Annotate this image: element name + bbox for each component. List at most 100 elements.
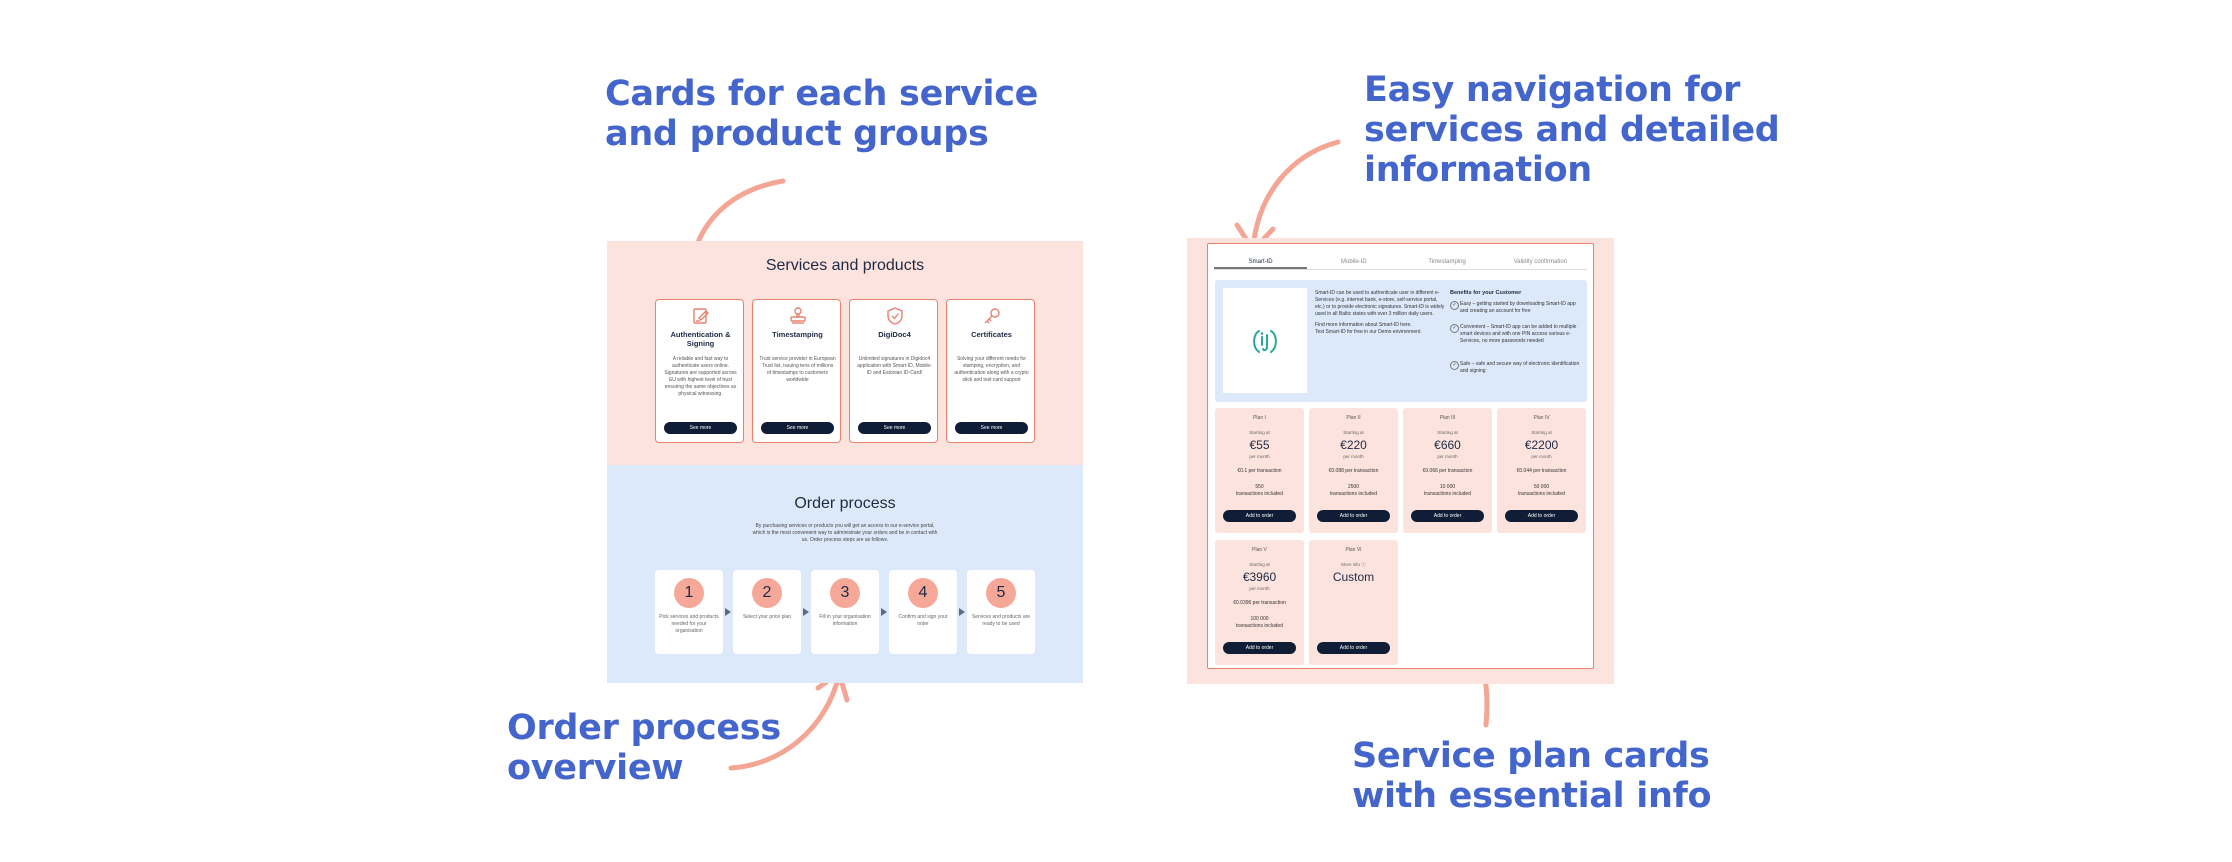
shield-check-icon xyxy=(887,307,903,325)
step-number: 1 xyxy=(674,578,704,608)
add-to-order-button[interactable]: Add to order xyxy=(1317,510,1390,522)
signature-pen-icon xyxy=(693,308,709,324)
plan-start: Starting at xyxy=(1531,430,1552,435)
add-to-order-button[interactable]: Add to order xyxy=(1317,642,1390,654)
add-to-order-button[interactable]: Add to order xyxy=(1223,510,1296,522)
order-step: 3 Fill in your organisation information xyxy=(811,570,879,654)
order-step: 1 Pick services and products needed for … xyxy=(655,570,723,654)
services-section: Services and products Authentication & S… xyxy=(607,241,1083,465)
order-step: 4 Confirm and sign your order xyxy=(889,570,957,654)
step-text: Confirm and sign your order xyxy=(898,614,948,627)
service-desc: Solving your different needs for stampin… xyxy=(954,356,1029,383)
plan-price: €220 xyxy=(1340,438,1367,452)
plan-rate: €0.066 per transaction xyxy=(1422,468,1473,474)
annotation-line: Order process xyxy=(507,708,781,748)
annotation-line: with essential info xyxy=(1352,776,1712,816)
service-card[interactable]: DigiDoc4 Unlimited signatures in Digidoc… xyxy=(849,299,938,443)
annotation-line: and product groups xyxy=(605,114,989,154)
tab-validity-confirmation[interactable]: Validity confirmation xyxy=(1513,259,1567,265)
tab-timestamping[interactable]: Timestamping xyxy=(1428,259,1466,265)
add-to-order-button[interactable]: Add to order xyxy=(1411,510,1484,522)
plan-name: Plan I xyxy=(1253,415,1266,421)
benefits-title: Benefits for your Customer xyxy=(1450,290,1522,296)
step-arrow-icon xyxy=(957,570,967,654)
plan-card-custom: Plan VI More info ⓘ Custom Add to order xyxy=(1309,540,1398,665)
plan-name: Plan III xyxy=(1439,415,1456,421)
tx-label: transactions included xyxy=(1424,491,1471,497)
plan-name: Plan II xyxy=(1346,415,1361,421)
plan-price: €55 xyxy=(1249,438,1270,452)
step-number: 2 xyxy=(752,578,782,608)
service-card[interactable]: Timestamping Trust service provider in E… xyxy=(752,299,841,443)
add-to-order-button[interactable]: Add to order xyxy=(1223,642,1296,654)
plan-card: Plan I Starting at €55 per month €0.1 pe… xyxy=(1215,408,1304,533)
plan-price: €3960 xyxy=(1242,570,1277,584)
annotation-line: Service plan cards xyxy=(1352,736,1710,776)
navigation-arrow xyxy=(1250,139,1341,251)
plan-start: Starting at xyxy=(1249,562,1270,567)
see-more-button[interactable]: See more xyxy=(858,422,931,434)
annotation-line: services and detailed xyxy=(1364,110,1780,150)
plan-period: per month xyxy=(1531,454,1552,459)
order-annotation: Order process overview xyxy=(507,708,781,788)
smart-id-logo-icon xyxy=(1253,330,1277,353)
key-icon xyxy=(984,308,1000,324)
service-cards: Authentication & Signing A reliable and … xyxy=(655,299,1035,443)
order-steps: 1 Pick services and products needed for … xyxy=(655,570,1035,654)
service-desc: Trust service provider in European Trust… xyxy=(759,356,836,383)
benefit-item: Safe – safe and secure way of electronic… xyxy=(1450,361,1580,375)
cards-annotation: Cards for each service and product group… xyxy=(605,74,1038,154)
description-text: Smart-ID can be used to authenticate use… xyxy=(1315,290,1445,317)
more-info-text: Find more information about Smart-ID her… xyxy=(1315,322,1412,328)
tx-count: 550 xyxy=(1255,484,1264,490)
step-arrow-icon xyxy=(801,570,811,654)
stamp-icon xyxy=(790,307,806,324)
step-text: Pick services and products needed for yo… xyxy=(659,614,719,634)
step-arrow-icon xyxy=(723,570,733,654)
navigation-annotation: Easy navigation for services and detaile… xyxy=(1364,70,1780,190)
tab-mobile-id[interactable]: Mobile-ID xyxy=(1341,259,1367,265)
see-more-button[interactable]: See more xyxy=(955,422,1028,434)
see-more-button[interactable]: See more xyxy=(761,422,834,434)
service-name: Certificates xyxy=(971,330,1012,339)
plan-card: Plan III Starting at €660 per month €0.0… xyxy=(1403,408,1492,533)
plans-annotation: Service plan cards with essential info xyxy=(1352,736,1712,816)
order-desc: By purchasing services or products you w… xyxy=(752,523,938,543)
plan-rate: €0.088 per transaction xyxy=(1328,468,1379,474)
plan-rate: €0.0396 per transaction xyxy=(1233,600,1286,606)
step-text: Select your price plan xyxy=(742,614,792,620)
order-section: Order process By purchasing services or … xyxy=(607,465,1083,683)
step-text: Services and products are ready to be us… xyxy=(971,614,1031,627)
more-info-label[interactable]: More info ⓘ xyxy=(1341,562,1366,567)
tab-smart-id[interactable]: Smart-ID xyxy=(1214,256,1308,269)
tx-count: 10 000 xyxy=(1439,484,1456,490)
benefit-item: Easy – getting started by downloading Sm… xyxy=(1450,301,1580,315)
order-step: 5 Services and products are ready to be … xyxy=(967,570,1035,654)
service-name: Authentication & Signing xyxy=(670,330,731,348)
plan-start: Starting at xyxy=(1249,430,1270,435)
step-arrow-icon xyxy=(879,570,889,654)
step-number: 5 xyxy=(986,578,1016,608)
plan-start: Starting at xyxy=(1437,430,1458,435)
service-card[interactable]: Authentication & Signing A reliable and … xyxy=(655,299,744,443)
plan-period: per month xyxy=(1249,454,1270,459)
add-to-order-button[interactable]: Add to order xyxy=(1505,510,1578,522)
annotation-line: Easy navigation for xyxy=(1364,70,1741,110)
plan-period: per month xyxy=(1437,454,1458,459)
see-more-button[interactable]: See more xyxy=(664,422,737,434)
step-number: 4 xyxy=(908,578,938,608)
plan-name: Plan VI xyxy=(1345,547,1362,553)
plan-card: Plan IV Starting at €2200 per month €0.0… xyxy=(1497,408,1586,533)
service-detail-panel: Smart-ID Mobile-ID Timestamping Validity… xyxy=(1207,243,1594,669)
plan-name: Plan IV xyxy=(1533,415,1550,421)
service-card[interactable]: Certificates Solving your different need… xyxy=(946,299,1035,443)
service-desc: Unlimited signatures in Digidoc4 applica… xyxy=(857,356,932,376)
plan-price: €660 xyxy=(1434,438,1461,452)
test-text: Test Smart-ID for free in our Demo envir… xyxy=(1315,329,1422,335)
plan-name: Plan V xyxy=(1252,547,1267,553)
annotation-line: Cards for each service xyxy=(605,74,1039,114)
